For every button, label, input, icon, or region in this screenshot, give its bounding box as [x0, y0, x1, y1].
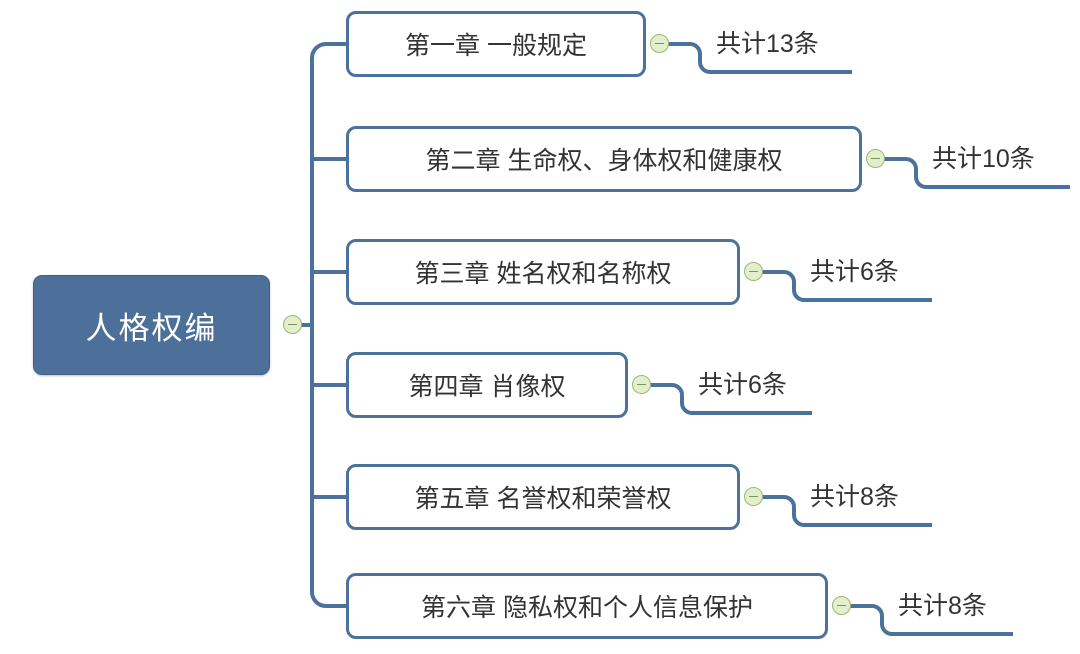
leaf-node-1-label: 共计13条 [716, 30, 819, 58]
collapse-minus-icon-chapter-4[interactable] [632, 375, 651, 394]
chapter-node-3[interactable]: 第三章 姓名权和名称权 [346, 239, 740, 305]
chapter-node-4[interactable]: 第四章 肖像权 [346, 352, 628, 418]
leaf-node-2[interactable]: 共计10条 [932, 137, 1035, 177]
wire-spine [310, 42, 346, 608]
collapse-minus-icon-chapter-3[interactable] [744, 262, 763, 281]
chapter-node-5-label: 第五章 名誉权和荣誉权 [414, 485, 672, 513]
collapse-minus-icon-chapter-5[interactable] [744, 487, 763, 506]
minus-glyph [749, 271, 758, 272]
chapter-node-6[interactable]: 第六章 隐私权和个人信息保护 [346, 573, 828, 639]
leaf-node-6[interactable]: 共计8条 [898, 584, 987, 624]
chapter-node-6-label: 第六章 隐私权和个人信息保护 [421, 594, 753, 622]
chapter-node-4-label: 第四章 肖像权 [408, 373, 566, 401]
leaf-node-3[interactable]: 共计6条 [810, 250, 899, 290]
leaf-node-5-label: 共计8条 [810, 483, 899, 511]
chapter-node-3-label: 第三章 姓名权和名称权 [414, 260, 672, 288]
leaf-node-1[interactable]: 共计13条 [716, 22, 819, 62]
collapse-minus-icon-root[interactable] [283, 315, 302, 334]
chapter-node-5[interactable]: 第五章 名誉权和荣誉权 [346, 464, 740, 530]
chapter-node-1[interactable]: 第一章 一般规定 [346, 11, 646, 77]
leaf-node-4-label: 共计6条 [698, 371, 787, 399]
collapse-minus-icon-chapter-1[interactable] [650, 34, 669, 53]
root-node[interactable]: 人格权编 [33, 275, 270, 375]
collapse-minus-icon-chapter-2[interactable] [866, 149, 885, 168]
minus-glyph [749, 496, 758, 497]
minus-glyph [837, 605, 846, 606]
minus-glyph [871, 158, 880, 159]
collapse-minus-icon-chapter-6[interactable] [832, 596, 851, 615]
leaf-node-6-label: 共计8条 [898, 592, 987, 620]
leaf-node-2-label: 共计10条 [932, 145, 1035, 173]
leaf-node-3-label: 共计6条 [810, 258, 899, 286]
minus-glyph [655, 43, 664, 44]
minus-glyph [637, 384, 646, 385]
leaf-node-4[interactable]: 共计6条 [698, 363, 787, 403]
leaf-node-5[interactable]: 共计8条 [810, 475, 899, 515]
chapter-node-2-label: 第二章 生命权、身体权和健康权 [425, 147, 783, 175]
chapter-node-2[interactable]: 第二章 生命权、身体权和健康权 [346, 126, 862, 192]
minus-glyph [288, 324, 297, 325]
chapter-node-1-label: 第一章 一般规定 [405, 32, 587, 60]
root-node-label: 人格权编 [85, 310, 218, 346]
